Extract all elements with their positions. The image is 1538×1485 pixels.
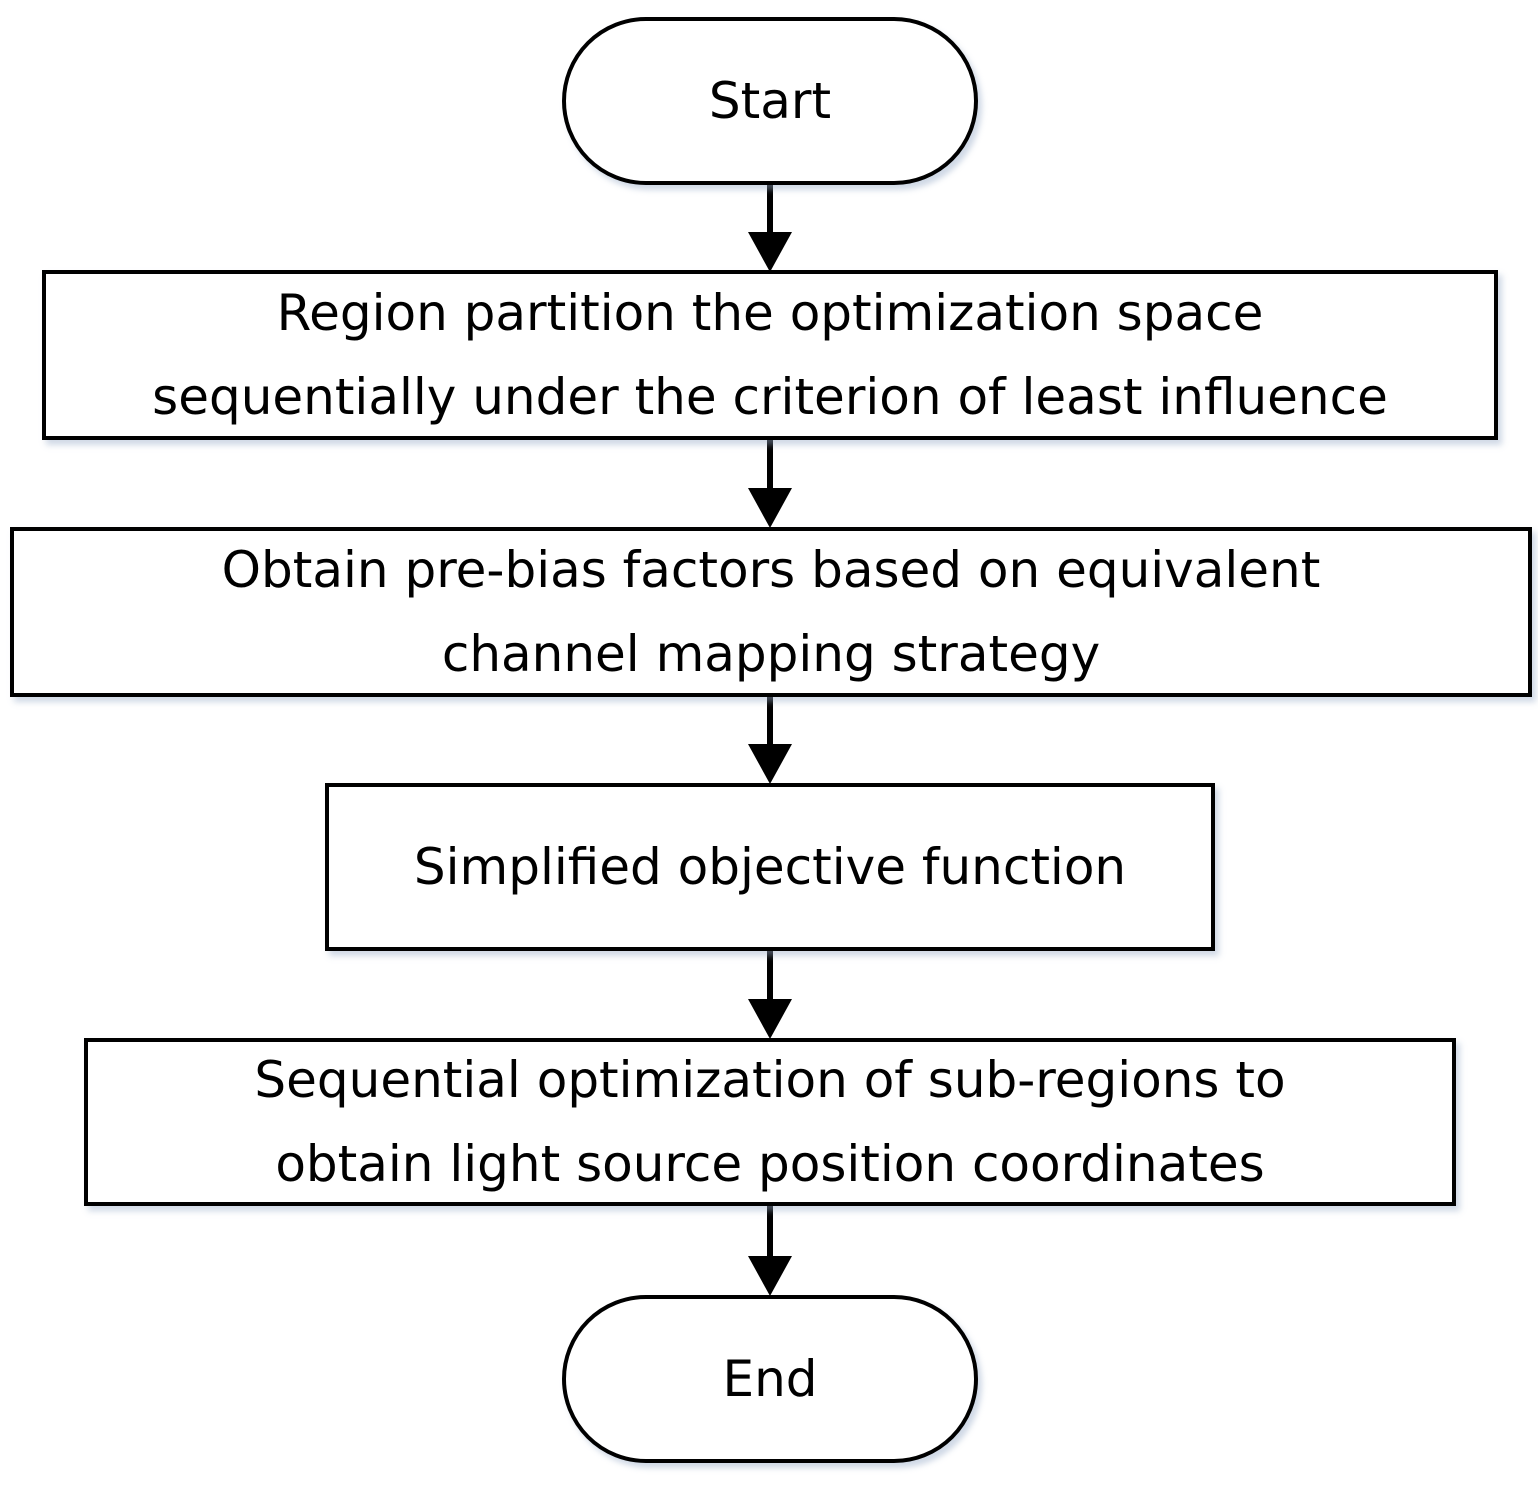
process-step-region-partition: Region partition the optimization space … (42, 270, 1498, 440)
step-line: Sequential optimization of sub-regions t… (254, 1051, 1286, 1109)
arrowhead-5 (748, 1256, 792, 1296)
process-step-objective-function: Simplified objective function (325, 783, 1215, 951)
end-terminal: End (562, 1295, 978, 1463)
process-step-pre-bias-factors: Obtain pre-bias factors based on equival… (10, 527, 1532, 697)
arrowhead-1 (748, 232, 792, 272)
step-line: sequentially under the criterion of leas… (152, 368, 1388, 426)
step-line: Simplified objective function (413, 838, 1127, 896)
arrowhead-2 (748, 488, 792, 528)
step-text: Simplified objective function (414, 825, 1126, 909)
step-text: Obtain pre-bias factors based on equival… (222, 528, 1321, 696)
step-line: Region partition the optimization space (276, 284, 1264, 342)
step-text: Region partition the optimization space … (152, 271, 1388, 439)
end-label: End (722, 1350, 818, 1408)
arrowhead-3 (748, 744, 792, 784)
start-label: Start (708, 72, 832, 130)
process-step-sequential-optimization: Sequential optimization of sub-regions t… (84, 1038, 1456, 1206)
step-line: channel mapping strategy (441, 625, 1101, 683)
step-line: obtain light source position coordinates (275, 1135, 1265, 1193)
start-terminal: Start (562, 17, 978, 185)
step-line: Obtain pre-bias factors based on equival… (221, 541, 1321, 599)
arrowhead-4 (748, 999, 792, 1039)
step-text: Sequential optimization of sub-regions t… (254, 1038, 1285, 1206)
